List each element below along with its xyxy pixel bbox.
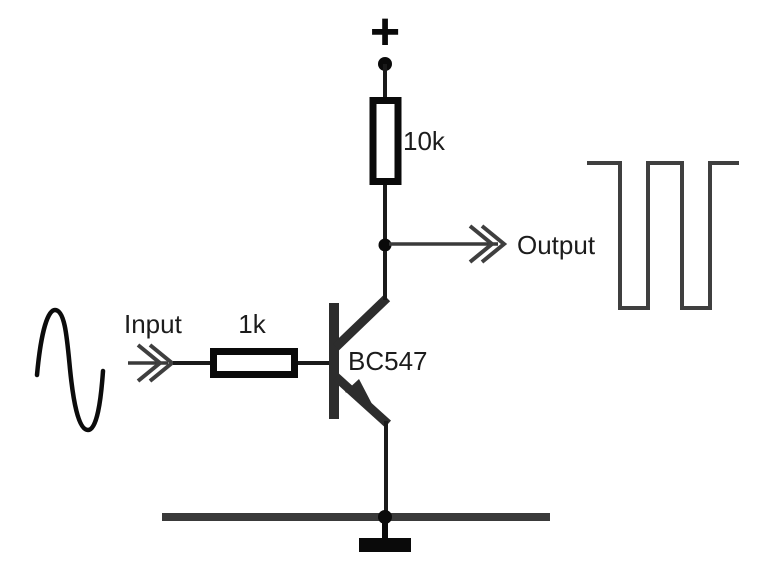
emitter-arrow-icon	[345, 379, 372, 404]
input-label: Input	[124, 309, 183, 339]
supply-plus-label: +	[370, 3, 400, 61]
transistor-emitter-lead	[332, 373, 392, 428]
transistor-collector-lead	[332, 294, 391, 351]
input-sine-wave-icon	[34, 307, 106, 433]
output-square-wave-icon	[587, 161, 739, 310]
transistor-base-bar	[329, 303, 339, 419]
base-resistor	[210, 348, 298, 378]
transistor-label: BC547	[348, 346, 428, 376]
input-arrow-icon	[136, 343, 176, 383]
output-node-dot	[378, 238, 392, 252]
collector-resistor-label: 10k	[403, 126, 446, 156]
collector-resistor	[369, 97, 402, 185]
output-arrow-icon	[468, 224, 508, 264]
transistor-bc547	[329, 294, 392, 428]
output-label: Output	[517, 230, 596, 260]
ground-symbol-icon	[359, 517, 411, 552]
base-resistor-label: 1k	[238, 309, 266, 339]
